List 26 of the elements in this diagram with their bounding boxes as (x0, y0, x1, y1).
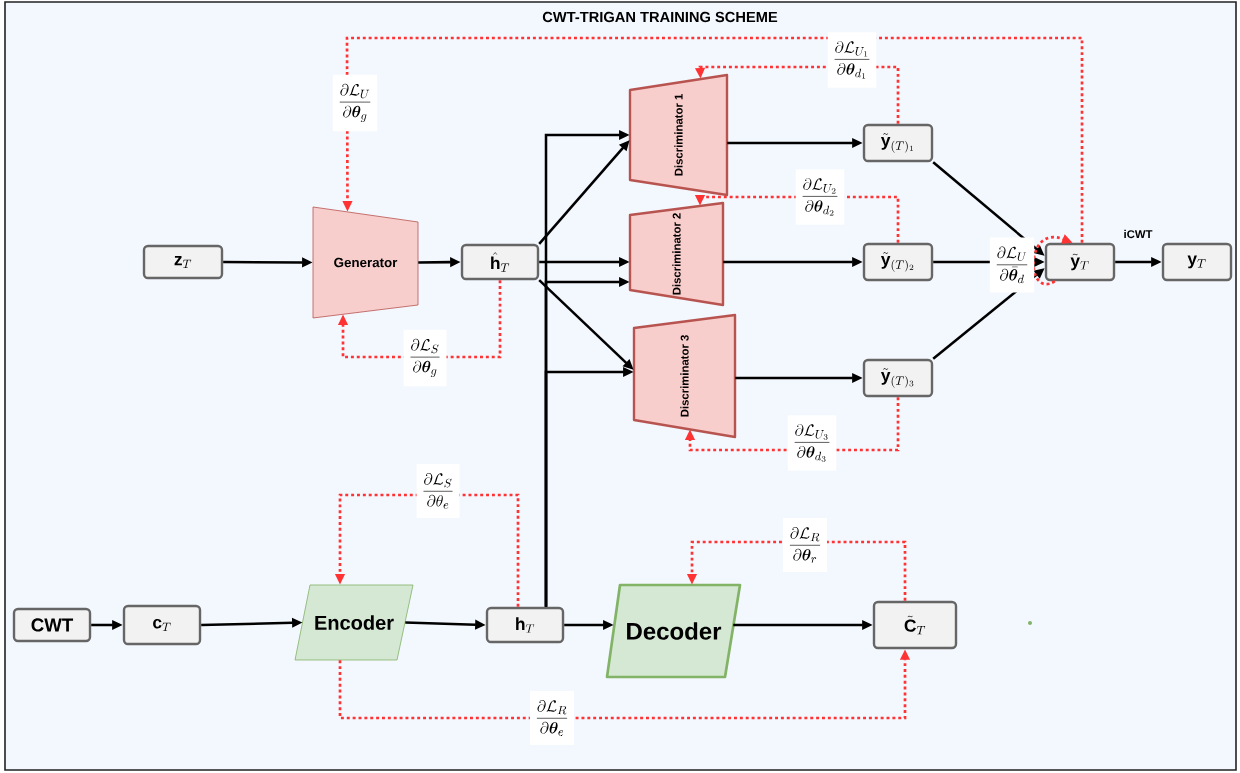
edge-label: $\frac{\partial \mathcal{L}_S}{\partial \theta_e}$ (416, 464, 460, 518)
edge-label: $\frac{\partial \mathcal{L}_{U_1}}{\partial \boldsymbol{\theta}_{d_1}}$ (827, 32, 877, 88)
edge-label: $\frac{\partial \mathcal{L}_{U_3}}{\partial \boldsymbol{\theta}_{d_3}}$ (787, 415, 837, 471)
variable-box: CWT (12, 607, 92, 643)
decoder-block: Decoder (605, 583, 742, 679)
edge-label: $\frac{\partial \mathcal{L}_U}{\partial \bar{\boldsymbol{\theta}}_d}$ (989, 237, 1035, 293)
variable-box: $\mathbf{h}_T$ (485, 606, 565, 644)
variable-box: $\tilde{\mathbf{y}}_{(T)_2}$ (862, 242, 934, 282)
edge-label: iCWT (1124, 229, 1153, 239)
variable-box: $\tilde{\mathbf{C}}_T$ (872, 600, 958, 650)
variable-box: $\tilde{\mathbf{y}}_{(T)_3}$ (862, 358, 934, 398)
variable-box: $\tilde{\mathbf{y}}_{(T)_1}$ (862, 123, 934, 163)
edge-label: $\frac{\partial \mathcal{L}_U}{\partial \boldsymbol{\theta}_g}$ (332, 74, 378, 132)
variable-box: $\mathbf{c}_T$ (122, 604, 202, 646)
encoder-block: Encoder (294, 584, 414, 661)
variable-box: $\mathbf{z}_T$ (142, 244, 224, 280)
edge-label: $\frac{\partial \mathcal{L}_R}{\partial \boldsymbol{\theta}_e}$ (529, 691, 575, 745)
arrow (337, 280, 502, 359)
title: CWT-TRIGAN TRAINING SCHEME (542, 11, 778, 23)
variable-box: $\tilde{\mathbf{y}}_T$ (1044, 242, 1116, 282)
edge-label: $\frac{\partial \mathcal{L}_{U_2}}{\partial \boldsymbol{\theta}_{d_2}}$ (795, 169, 845, 225)
generator-block: Generator (312, 206, 419, 319)
variable-box: $\mathbf{y}_T$ (1161, 242, 1233, 282)
variable-box: $\hat{\mathbf{h}}_T$ (460, 243, 540, 281)
edge-label: $\frac{\partial \mathcal{L}_S}{\partial \boldsymbol{\theta}_g}$ (403, 329, 447, 387)
edge-label: $\frac{\partial \mathcal{L}_R}{\partial \boldsymbol{\theta}_r}$ (782, 518, 828, 572)
